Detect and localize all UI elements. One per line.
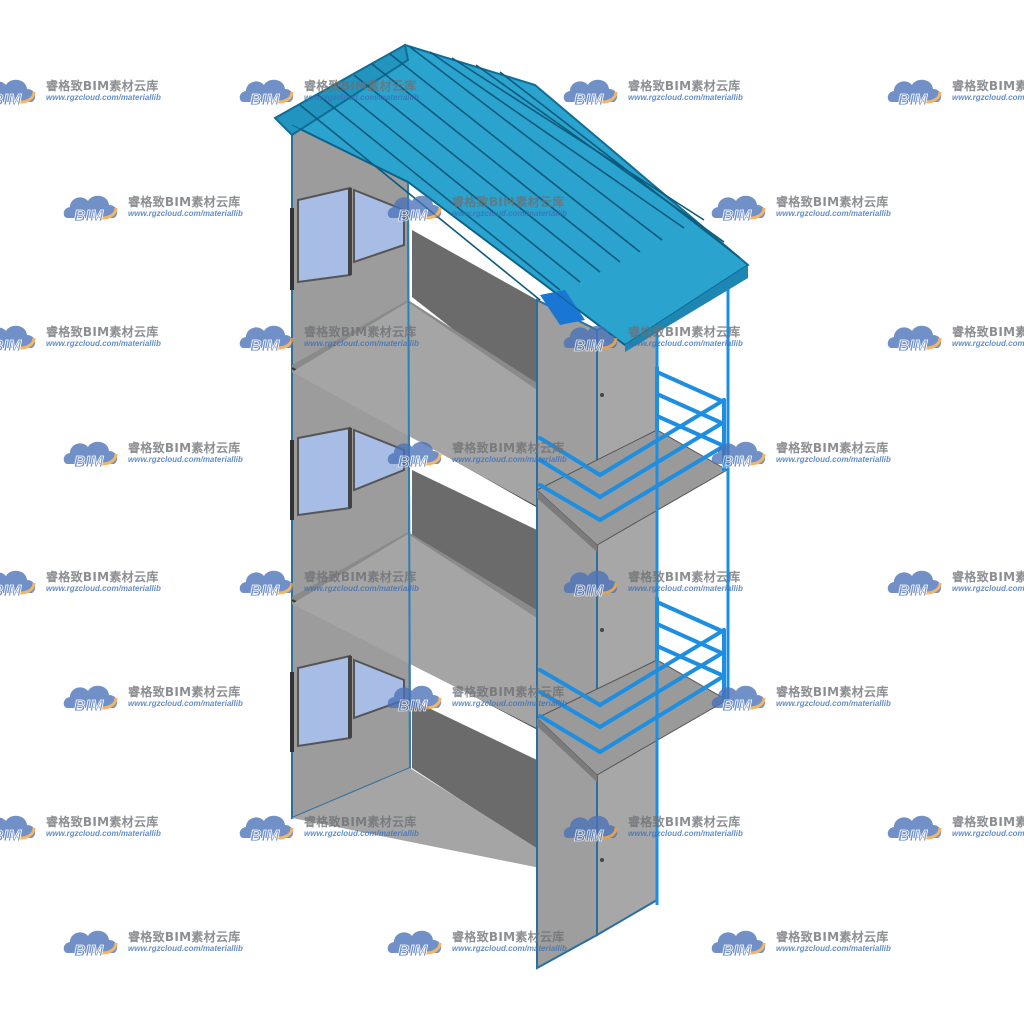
left-front-edge <box>407 181 411 769</box>
recess-upper <box>412 230 537 395</box>
window-lower <box>290 654 405 752</box>
roof <box>273 43 750 352</box>
floor-face-upper <box>292 302 540 508</box>
floor-face-middle <box>292 534 540 730</box>
front-column-face <box>536 298 598 970</box>
balcony-lower <box>536 596 729 782</box>
floor-face-bottom <box>292 768 540 868</box>
recess-lower <box>412 700 537 850</box>
front-column-side <box>596 298 658 937</box>
recess-middle <box>412 470 537 620</box>
